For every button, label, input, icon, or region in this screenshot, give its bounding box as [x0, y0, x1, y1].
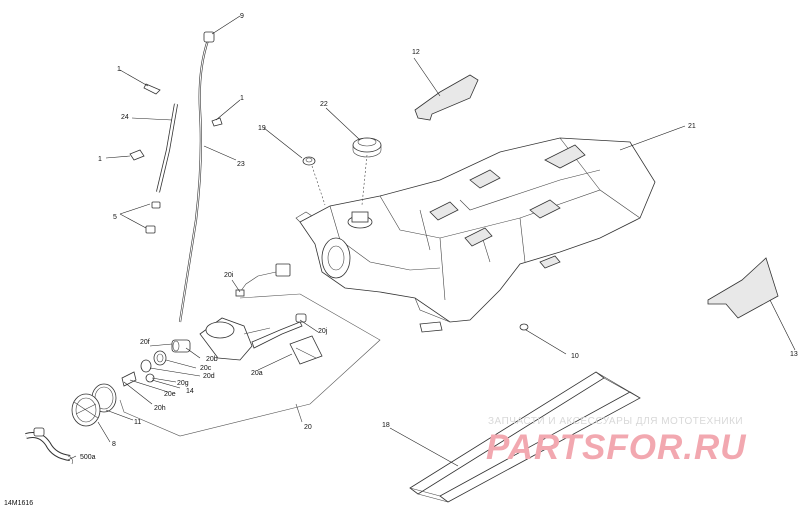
callout-20b: 20b — [206, 356, 218, 363]
lock-ring-8 — [71, 393, 101, 427]
vent-hose-23 — [178, 31, 215, 323]
heat-shield-12 — [414, 74, 479, 121]
clamp-5a — [151, 201, 161, 209]
callout-9: 9 — [240, 13, 244, 20]
callout-20i: 20i — [224, 272, 234, 279]
tank-bottom-pad — [419, 321, 443, 333]
callout-22: 22 — [320, 101, 328, 108]
callout-1-left: 1 — [98, 156, 102, 163]
callout-21: 21 — [688, 123, 696, 130]
pump-part-20i — [235, 263, 291, 297]
watermark-tagline: ЗАПЧАСТИ И АКСЕССУАРЫ ДЛЯ МОТОТЕХНИКИ — [488, 416, 744, 427]
pump-part-20a — [289, 335, 323, 365]
fuel-hose-500a — [25, 427, 73, 465]
cap-gasket — [302, 156, 316, 166]
callout-13: 13 — [790, 351, 798, 358]
callout-8: 8 — [112, 441, 116, 448]
hose-24 — [156, 103, 178, 193]
fuel-pump-module — [199, 313, 307, 361]
callout-20f: 20f — [140, 339, 150, 346]
watermark-logo: PARTSFOR.RU — [486, 428, 747, 467]
callout-20e: 20e — [164, 391, 176, 398]
clip-1a — [143, 83, 161, 95]
pump-ring-20d — [140, 359, 152, 373]
callout-20g: 20g — [177, 380, 189, 387]
callout-23: 23 — [237, 161, 245, 168]
callout-18: 18 — [382, 422, 390, 429]
clamp-5b — [145, 225, 156, 234]
fuel-tank — [295, 137, 656, 323]
callout-500a: 500a — [80, 454, 96, 461]
callout-20h: 20h — [154, 405, 166, 412]
heat-shield-13 — [707, 257, 779, 319]
callout-20: 20 — [304, 424, 312, 431]
callout-labels: 1 1 1 5 8 9 10 11 12 13 14 18 19 20 20a … — [80, 13, 798, 461]
callout-24: 24 — [121, 114, 129, 121]
callout-14: 14 — [186, 388, 194, 395]
callout-1-top: 1 — [117, 66, 121, 73]
fuel-cap — [352, 137, 382, 158]
callout-1-mid: 1 — [240, 95, 244, 102]
callout-11: 11 — [134, 419, 141, 426]
callout-12: 12 — [412, 49, 420, 56]
callout-20a: 20a — [251, 370, 263, 377]
callout-10: 10 — [571, 353, 579, 360]
callout-20c: 20c — [200, 365, 212, 372]
pump-ring-20c — [153, 350, 167, 366]
tank-pad-18 — [409, 371, 641, 503]
pump-part-20f — [171, 339, 191, 353]
leader-lines — [67, 15, 796, 467]
callout-20j: 20j — [318, 328, 328, 335]
washer-10 — [519, 323, 529, 331]
callout-20d: 20d — [203, 373, 215, 380]
callout-5: 5 — [113, 214, 117, 221]
callout-19: 19 — [258, 125, 266, 132]
diagram-code: 14M1616 — [4, 500, 34, 507]
pump-filter-20e — [121, 371, 137, 387]
clip-1c — [129, 149, 145, 161]
